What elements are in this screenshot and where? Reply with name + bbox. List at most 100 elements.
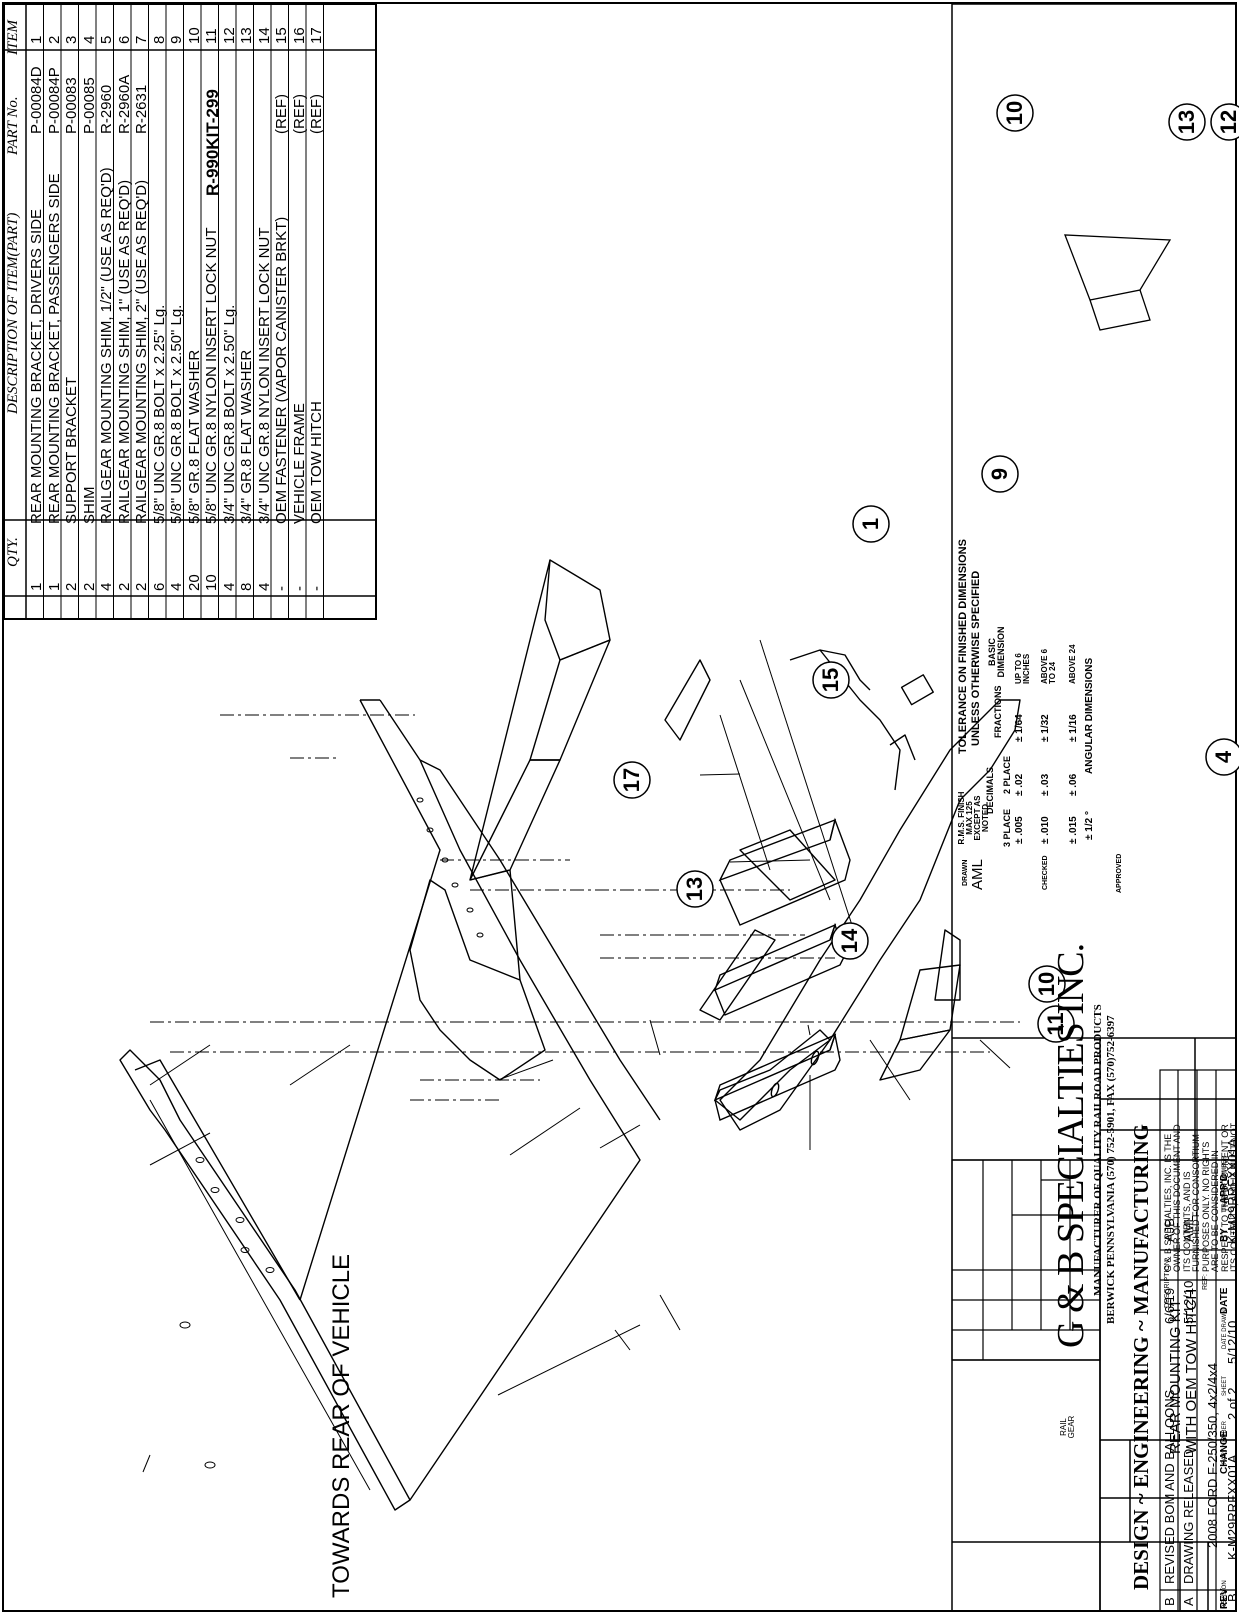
bom-part: P-00085 — [80, 77, 98, 134]
bom-item: 16 — [290, 27, 308, 44]
bom-item: 1 — [28, 35, 45, 44]
bom-part: R-2960 — [98, 84, 115, 134]
bom-qty: 4 — [220, 582, 238, 591]
tow-hitch — [719, 699, 1021, 1131]
drawn-label: DRAWN — [962, 859, 969, 886]
tol-row-two: ± .02 — [1014, 773, 1025, 796]
bom-item: 13 — [238, 27, 255, 44]
bom-table-grid — [3, 3, 377, 620]
kit-part-number: R-990KIT-299 — [203, 89, 222, 196]
balloon-circle — [613, 761, 651, 799]
balloon-label: 13 — [682, 876, 707, 902]
bom-qty: 1 — [45, 582, 63, 591]
bom-desc: 3/4" UNC GR.8 BOLT x 2.50" Lg. — [220, 304, 238, 524]
bom-item: 2 — [45, 35, 63, 44]
balloon-circle — [852, 505, 890, 543]
bom-qty: 2 — [133, 582, 150, 591]
balloon-circles — [613, 94, 1239, 1043]
tol-rms: R.M.S. FINISH MAX 125 EXCEPT AS NOTED — [957, 791, 990, 845]
tol-row-two: ± .06 — [1068, 773, 1079, 796]
balloon-circle — [812, 661, 850, 699]
bom-item: 12 — [220, 27, 238, 44]
bom-qty: - — [308, 586, 325, 591]
balloon-label: 11 — [1043, 1012, 1068, 1036]
bom-item: 10 — [185, 27, 203, 44]
tol-angular: ANGULAR DIMENSIONS — [1084, 657, 1095, 774]
balloon-label: 10 — [1034, 971, 1059, 997]
bom-qty: 4 — [98, 582, 115, 591]
bom-desc: RAILGEAR MOUNTING SHIM, 1" (USE AS REQ'D… — [115, 179, 133, 524]
tol-row-two: ± .03 — [1040, 773, 1051, 796]
bom-desc: 3/4" UNC GR.8 NYLON INSERT LOCK NUT — [255, 227, 273, 524]
balloon-label: 1 — [858, 517, 883, 531]
balloon-label: 17 — [619, 767, 644, 793]
bom-qty: - — [273, 586, 290, 591]
tol-row-basic: UP TO 6 INCHES — [1014, 653, 1031, 684]
bom-desc: OEM FASTENER (VAPOR CANISTER BRKT) — [273, 216, 290, 524]
bom-item: 9 — [168, 35, 185, 44]
bom-item: 8 — [150, 35, 168, 44]
tol-basic: BASIC DIMENSION — [987, 626, 1006, 678]
balloon-label: 9 — [987, 467, 1012, 481]
tol-2place: 2 PLACE — [1002, 755, 1012, 794]
balloon-circle — [1037, 1005, 1075, 1043]
bom-qty: 6 — [150, 582, 168, 591]
bom-qty: 20 — [185, 574, 203, 591]
sheet-value: 2 of 2 — [1225, 1387, 1239, 1420]
balloon-leaders — [142, 639, 1011, 1473]
bom-part: (REF) — [273, 94, 290, 134]
balloon-circle — [1168, 103, 1206, 141]
bom-item: 5 — [98, 35, 115, 44]
bom-desc: RAILGEAR MOUNTING SHIM, 1/2" (USE AS REQ… — [98, 167, 115, 524]
bom-qty: 4 — [168, 582, 185, 591]
bom-qty: 1 — [28, 582, 45, 591]
bom-item: 4 — [80, 35, 98, 44]
company-line-2: BERWICK PENNSYLVANIA (570) 752-5901, FAX… — [1105, 1015, 1117, 1324]
balloon-circle — [1205, 738, 1239, 776]
bom-desc: SUPPORT BRACKET — [63, 377, 80, 524]
company-tagline: DESIGN ~ ENGINEERING ~ MANUFACTURING — [1129, 1124, 1153, 1590]
bom-item: 7 — [133, 35, 150, 44]
bom-desc: 5/8" UNC GR.8 NYLON INSERT LOCK NUT — [203, 227, 220, 524]
bom-desc: RAILGEAR MOUNTING SHIM, 2" (USE AS REQ'D… — [133, 179, 150, 524]
bom-desc: VEHICLE FRAME — [290, 403, 308, 524]
bom-part: (REF) — [308, 94, 325, 134]
assembly-centerlines — [150, 714, 1020, 1101]
bom-desc: SHIM — [80, 486, 98, 525]
balloon-circle — [1028, 965, 1066, 1003]
bom-qty: 2 — [80, 582, 98, 591]
tol-fractions: FRACTIONS — [993, 685, 1003, 739]
bom-header-item: ITEM — [5, 20, 21, 55]
description-1: REAR MOUNTING KIT — [1167, 1298, 1184, 1454]
bom-item: 17 — [308, 27, 325, 44]
balloon-circle — [981, 455, 1019, 493]
bom-part: R-2631 — [133, 84, 150, 134]
bom-item: 11 — [203, 28, 220, 44]
balloon-circle — [996, 94, 1034, 132]
shim-part — [664, 659, 711, 741]
bom-qty: 4 — [255, 582, 273, 591]
drawn-by: AML — [969, 859, 986, 890]
ref-label: REF: — [1202, 1274, 1209, 1290]
part-number: K-M29RRFXX01A — [1225, 1454, 1239, 1560]
balloon-label: 14 — [837, 928, 862, 954]
railgear-shim-5 — [714, 1029, 831, 1121]
balloon-circle — [676, 870, 714, 908]
rail-gear-badge: RAIL GEAR — [1059, 1415, 1076, 1439]
bom-item: 15 — [273, 27, 290, 44]
bom-qty: 2 — [115, 582, 133, 591]
balloon-label: 10 — [1002, 100, 1027, 126]
tol-row-basic: ABOVE 24 — [1068, 644, 1077, 684]
bom-header-qty: QTY. — [5, 537, 21, 567]
approved-label: APPROVED — [1116, 853, 1123, 893]
tol-row-three: ± .010 — [1040, 816, 1051, 844]
revision-table-grid — [1159, 1069, 1237, 1612]
company-line-1: MANUFACTURER OF QUALITY RAILROAD PRODUCT… — [1092, 1004, 1104, 1296]
bom-desc: REAR MOUNTING BRACKET, DRIVERS SIDE — [28, 208, 45, 524]
tol-3place: 3 PLACE — [1002, 808, 1012, 847]
bom-desc: OEM TOW HITCH — [308, 401, 325, 524]
checked-label: CHECKED — [1042, 855, 1049, 890]
bom-qty: 8 — [238, 582, 255, 591]
